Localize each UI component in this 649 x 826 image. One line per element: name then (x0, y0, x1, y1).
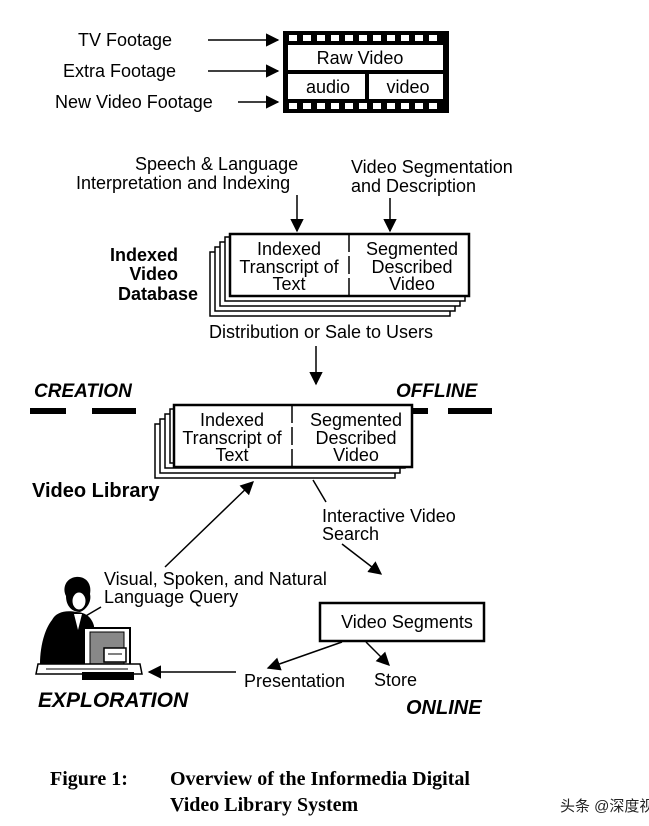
offline-label: OFFLINE (396, 381, 479, 402)
speech-label-line1: Speech & Language (135, 154, 298, 174)
film-strip (283, 31, 449, 113)
library-transcript-line2: Transcript of (182, 428, 282, 448)
query-label-line2: Language Query (104, 587, 238, 607)
video-label: video (386, 77, 429, 97)
library-transcript-line1: Indexed (200, 410, 264, 430)
library-segmented-line2: Described (315, 428, 396, 448)
library-segmented-line1: Segmented (310, 410, 402, 430)
caption-line1: Overview of the Informedia Digital (170, 768, 470, 790)
exploration-label: EXPLORATION (38, 689, 189, 712)
film-sprocket-holes-bottom (289, 103, 437, 109)
library-transcript-line3: Text (215, 445, 248, 465)
db-segmented-line1: Segmented (366, 239, 458, 259)
creation-label: CREATION (34, 381, 133, 402)
extra-footage-label: Extra Footage (63, 61, 176, 81)
database-label-line3: Database (118, 284, 198, 304)
search-label-line2: Search (322, 524, 379, 544)
caption-figure-number: Figure 1: (50, 768, 128, 790)
segmentation-label-line1: Video Segmentation (351, 157, 513, 177)
user-at-computer-icon (35, 576, 143, 680)
query-arrow (164, 481, 254, 568)
store-arrow (365, 641, 390, 666)
audio-frame (288, 74, 365, 99)
store-label: Store (374, 670, 417, 690)
caption-line2: Video Library System (170, 794, 358, 816)
speech-label-line2: Interpretation and Indexing (76, 173, 290, 193)
indexed-database-stack (209, 232, 471, 317)
db-segmented-line3: Video (389, 274, 435, 294)
audio-label: audio (306, 77, 350, 97)
video-frame (369, 74, 443, 99)
library-segmented-line3: Video (333, 445, 379, 465)
new-video-footage-label: New Video Footage (55, 92, 213, 112)
video-segments-label: Video Segments (341, 612, 473, 632)
presentation-arrow (266, 641, 343, 671)
segmentation-label-line2: and Description (351, 176, 476, 196)
presentation-label: Presentation (244, 671, 345, 691)
raw-video-label: Raw Video (317, 48, 404, 68)
search-label-line1: Interactive Video (322, 506, 456, 526)
distribution-label: Distribution or Sale to Users (209, 322, 433, 342)
database-label-line1: Indexed (110, 245, 178, 265)
db-transcript-line1: Indexed (257, 239, 321, 259)
search-connector-top (312, 479, 327, 503)
video-segments-box (318, 601, 486, 643)
db-transcript-line3: Text (272, 274, 305, 294)
database-label-line2: Video (129, 264, 178, 284)
video-library-label: Video Library (32, 480, 160, 502)
tv-footage-label: TV Footage (78, 30, 172, 50)
video-library-stack (154, 403, 414, 479)
film-sprocket-holes-top (289, 35, 437, 41)
db-segmented-line2: Described (371, 257, 452, 277)
search-arrow (341, 543, 383, 575)
query-label-line1: Visual, Spoken, and Natural (104, 569, 327, 589)
watermark: 头条 @深度视野 (560, 798, 649, 815)
raw-video-frame (288, 45, 443, 70)
db-transcript-line2: Transcript of (239, 257, 339, 277)
online-label: ONLINE (406, 697, 482, 719)
